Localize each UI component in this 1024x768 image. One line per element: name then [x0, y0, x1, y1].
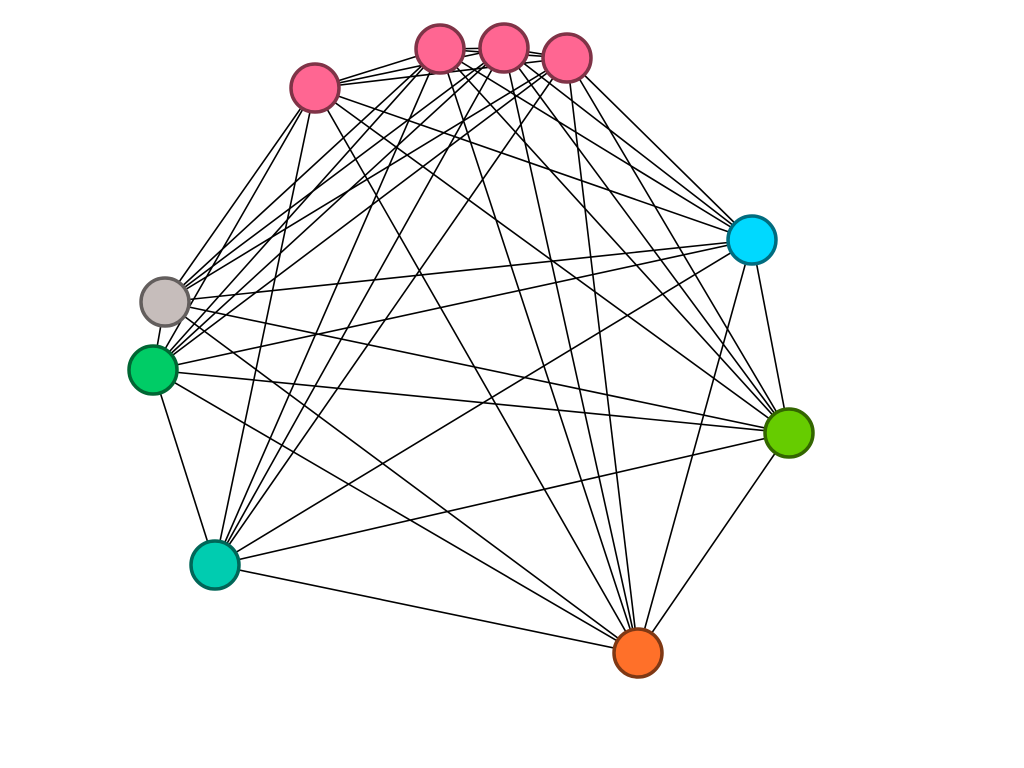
- graph-node-C[interactable]: [478, 22, 530, 74]
- graph-edge-E-G: [152, 239, 753, 371]
- graph-edge-B-J: [439, 48, 639, 654]
- graph-edge-G-I: [152, 369, 216, 566]
- graph-edge-D-E: [566, 57, 753, 241]
- graph-edge-F-H: [164, 301, 790, 434]
- graph-edge-C-H: [503, 47, 790, 434]
- graph-edge-A-F: [164, 87, 316, 303]
- graph-node-I[interactable]: [189, 539, 241, 591]
- graph-edge-E-F: [164, 239, 753, 303]
- graph-edge-C-G: [152, 47, 505, 371]
- graph-edge-D-I: [214, 57, 568, 566]
- graph-edge-H-J: [637, 432, 790, 654]
- graph-node-E[interactable]: [726, 214, 778, 266]
- edges-layer: [152, 47, 790, 654]
- graph-edge-A-E: [314, 87, 753, 241]
- graph-edge-B-E: [439, 48, 753, 241]
- graph-node-B[interactable]: [414, 23, 466, 75]
- graph-edge-A-I: [214, 87, 316, 566]
- graph-edge-H-I: [214, 432, 790, 566]
- graph-edge-B-H: [439, 48, 790, 434]
- graph-edge-B-F: [164, 48, 441, 303]
- graph-node-G[interactable]: [127, 344, 179, 396]
- graph-node-A[interactable]: [289, 62, 341, 114]
- graph-edge-D-F: [164, 57, 568, 303]
- graph-edge-B-I: [214, 48, 441, 566]
- graph-edge-G-J: [152, 369, 639, 654]
- graph-edge-A-G: [152, 87, 316, 371]
- graph-edge-D-G: [152, 57, 568, 371]
- graph-edge-C-F: [164, 47, 505, 303]
- graph-edge-E-J: [637, 239, 753, 654]
- graph-edge-C-I: [214, 47, 505, 566]
- graph-edge-I-J: [214, 564, 639, 654]
- graph-node-H[interactable]: [763, 407, 815, 459]
- graph-edge-F-J: [164, 301, 639, 654]
- graph-node-J[interactable]: [612, 627, 664, 679]
- nodes-layer: [127, 22, 815, 679]
- graph-edge-C-E: [503, 47, 753, 241]
- graph-edge-G-H: [152, 369, 790, 434]
- graph-edge-B-G: [152, 48, 441, 371]
- graph-edge-D-H: [566, 57, 790, 434]
- graph-edge-A-C: [314, 47, 505, 89]
- graph-node-D[interactable]: [541, 32, 593, 84]
- graph-edge-D-J: [566, 57, 639, 654]
- graph-edge-A-J: [314, 87, 639, 654]
- graph-edge-C-J: [503, 47, 639, 654]
- graph-node-F[interactable]: [139, 276, 191, 328]
- graph-edge-E-H: [751, 239, 790, 434]
